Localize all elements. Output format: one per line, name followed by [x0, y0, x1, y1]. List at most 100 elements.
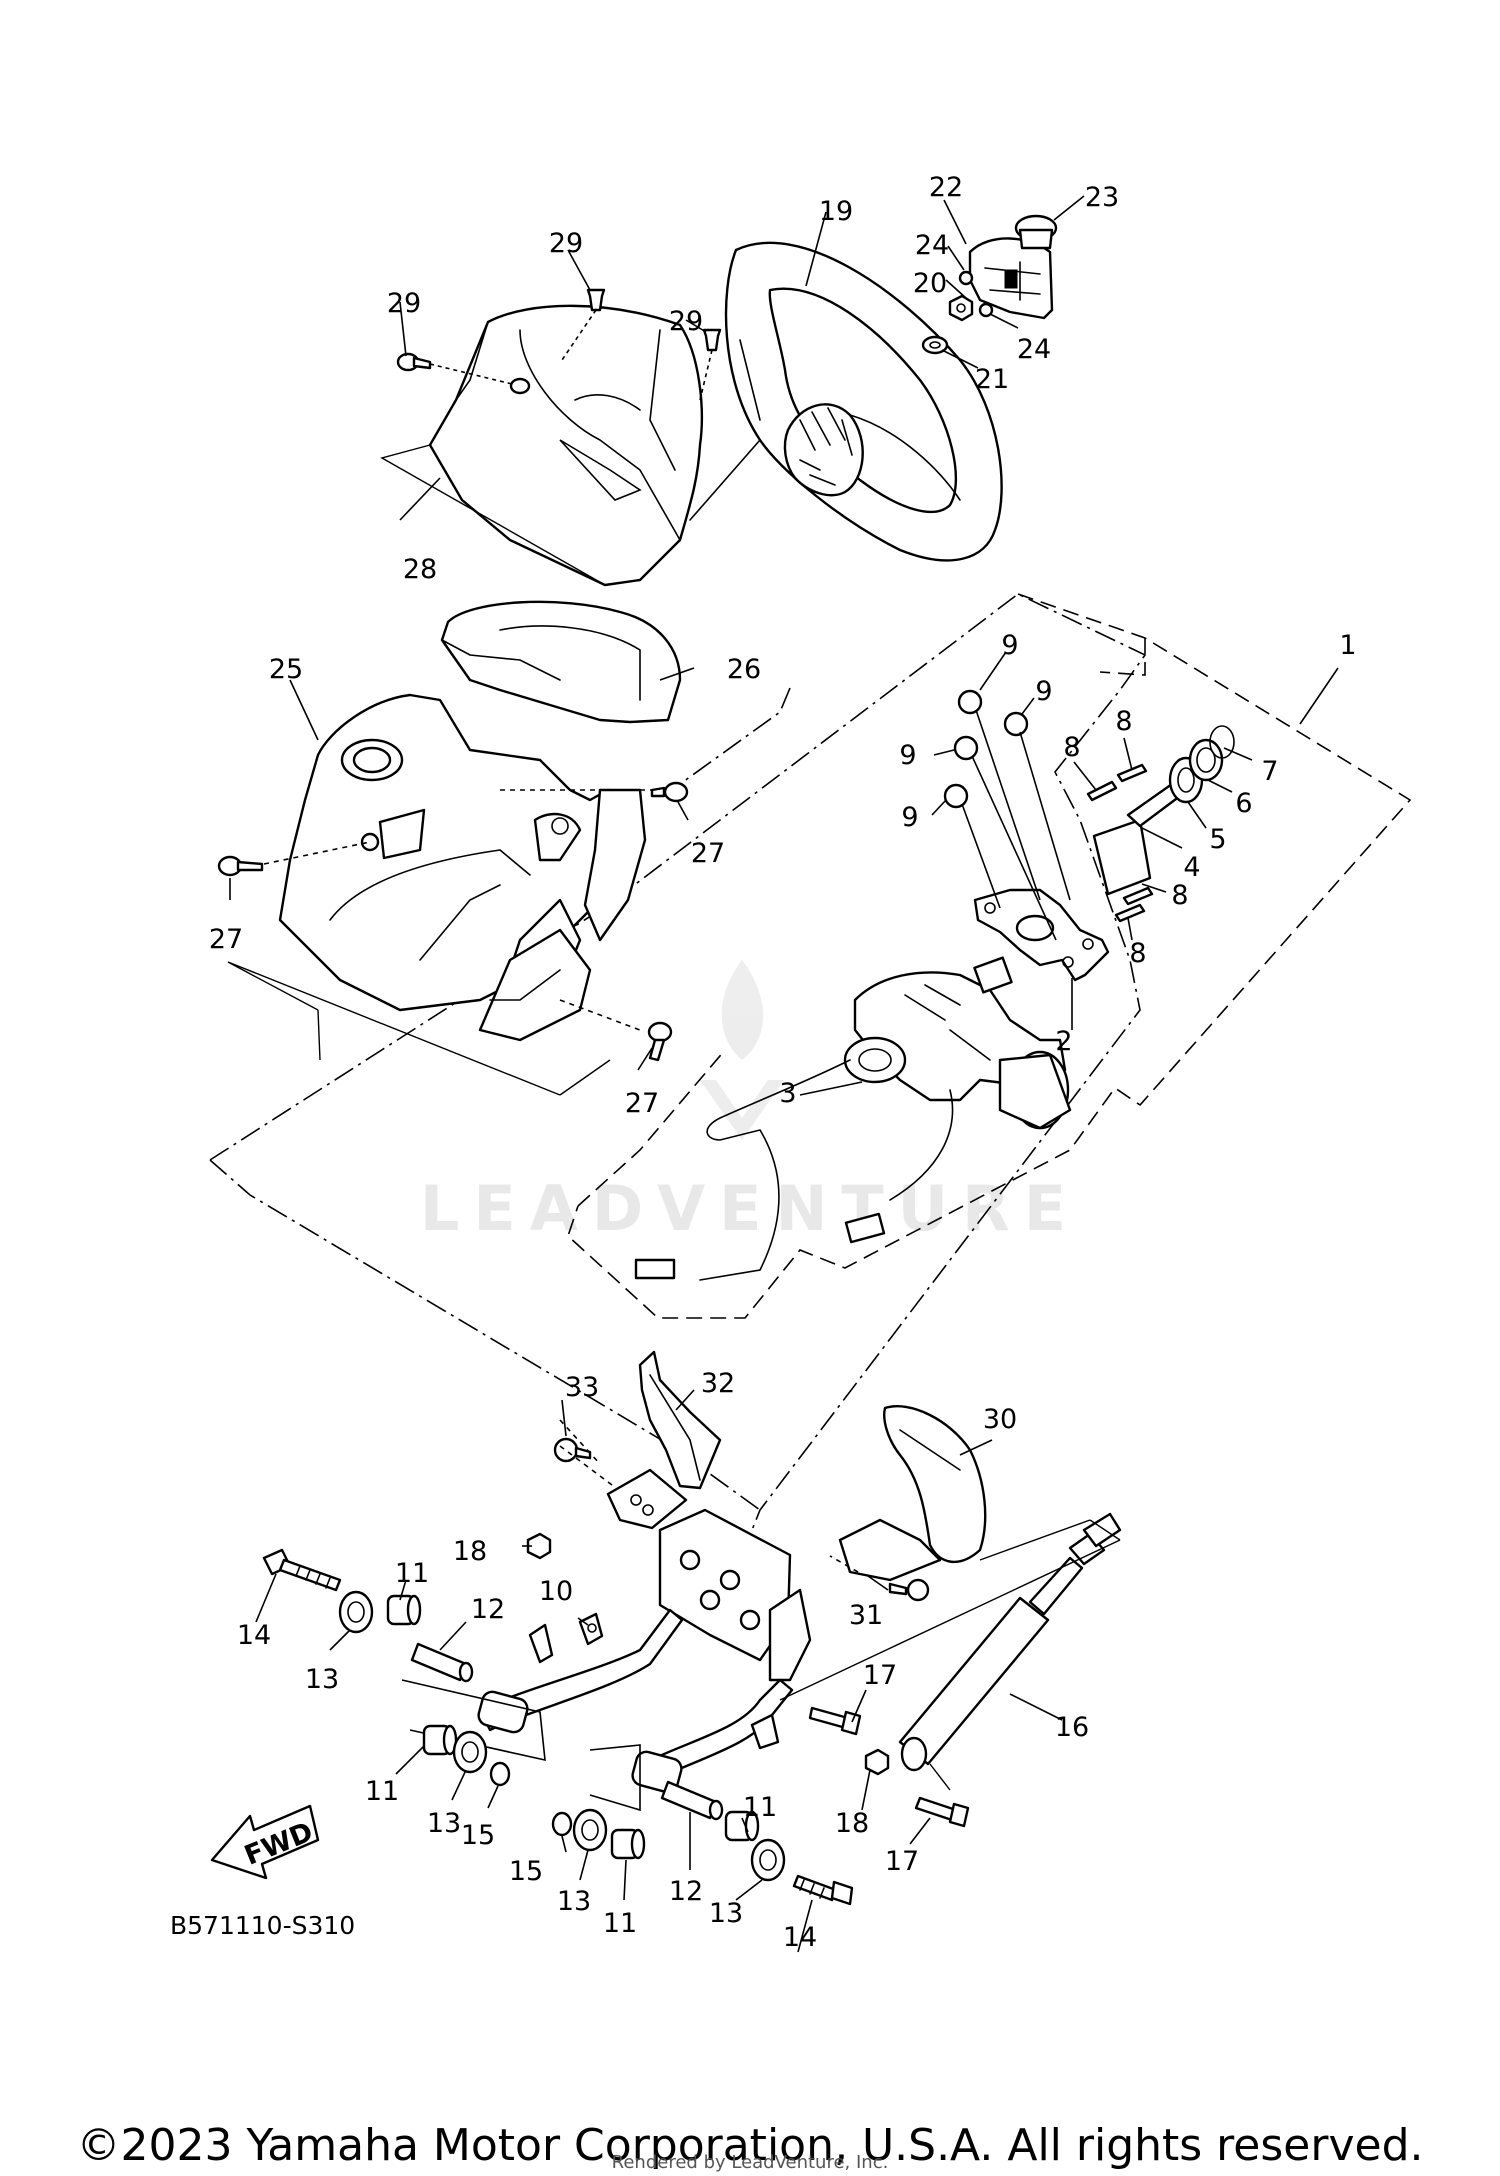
bolt-14-right — [792, 1874, 854, 1906]
screw-27-right — [650, 781, 689, 803]
callout-11b: 11 — [365, 1776, 399, 1807]
screw-27-left — [217, 855, 264, 877]
collar-12-lower — [660, 1780, 724, 1821]
cap-23 — [1014, 214, 1058, 250]
inner-cover-26 — [440, 600, 682, 724]
collar-12-upper — [410, 1642, 474, 1683]
callout-14a: 14 — [237, 1620, 271, 1651]
callout-17a: 17 — [863, 1660, 897, 1691]
callout-27c: 27 — [625, 1088, 659, 1119]
callout-3: 3 — [779, 1078, 796, 1109]
callout-24a: 24 — [915, 230, 949, 261]
callout-17b: 17 — [885, 1846, 919, 1877]
callout-labels: 1 2 3 4 5 6 7 8 8 8 8 9 9 9 9 10 11 11 1… — [209, 172, 1357, 1953]
callout-28: 28 — [403, 554, 437, 585]
callout-7: 7 — [1261, 756, 1278, 787]
bracket-10 — [578, 1612, 604, 1646]
clip-29-mid — [561, 288, 606, 361]
callout-15b: 15 — [509, 1856, 543, 1887]
screw-24-right — [978, 302, 994, 318]
washer-13-lr — [750, 1838, 786, 1882]
watermark-text: LEADVENTURE — [420, 1172, 1080, 1245]
nut-18-lower — [864, 1748, 890, 1776]
accelerator-pedal-32 — [606, 1350, 722, 1530]
callout-12a: 12 — [471, 1594, 505, 1625]
eps-unit-3 — [634, 956, 1072, 1281]
bolt-14-left — [262, 1548, 342, 1592]
callout-9c: 9 — [899, 740, 916, 771]
leader-lines — [229, 195, 1339, 1953]
callout-11d: 11 — [743, 1792, 777, 1823]
drawing-code: B571110-S310 — [170, 1911, 355, 1940]
callout-30: 30 — [983, 1404, 1017, 1435]
upper-dash-cover — [380, 304, 703, 587]
bushing-11-lm — [610, 1828, 646, 1860]
screw-27-bottom — [647, 1021, 673, 1062]
callout-13c: 13 — [557, 1886, 591, 1917]
callout-13b: 13 — [427, 1808, 461, 1839]
pedal-arm-upper — [477, 1608, 684, 1734]
bushing-box-lower — [589, 1744, 641, 1812]
bolt-17-upper — [808, 1706, 862, 1736]
dash-panel-25 — [227, 693, 660, 1096]
callout-27b: 27 — [691, 838, 725, 869]
callout-11c: 11 — [603, 1908, 637, 1939]
callout-25: 25 — [269, 654, 303, 685]
shaft-4 — [1092, 782, 1182, 896]
callout-11a: 11 — [395, 1558, 429, 1589]
callout-22: 22 — [929, 172, 963, 203]
callout-9a: 9 — [1001, 630, 1018, 661]
steering-wheel — [689, 241, 1003, 562]
washer-21 — [921, 335, 949, 355]
callout-27a: 27 — [209, 924, 243, 955]
washer-13-ll — [452, 1730, 488, 1774]
nut-18-upper — [526, 1532, 552, 1560]
pedal-arm-lower — [631, 1678, 794, 1794]
screw-24-left — [958, 270, 974, 286]
callout-29b: 29 — [549, 228, 583, 259]
callout-21: 21 — [975, 364, 1009, 395]
callout-23: 23 — [1085, 182, 1119, 213]
callout-15a: 15 — [461, 1820, 495, 1851]
pedal-bracket — [658, 1508, 812, 1682]
bolt-31 — [888, 1578, 930, 1602]
callout-13d: 13 — [709, 1898, 743, 1929]
callout-2: 2 — [1055, 1026, 1072, 1057]
callout-18a: 18 — [453, 1536, 487, 1567]
nut-15-right — [551, 1811, 573, 1837]
bushing-11-ul — [386, 1594, 422, 1626]
copyright-notice: ©2023 Yamaha Motor Corporation, U.S.A. A… — [76, 2120, 1424, 2171]
callout-19: 19 — [819, 196, 853, 227]
callout-24b: 24 — [1017, 334, 1051, 365]
steering-damper-16 — [779, 1512, 1122, 1791]
callout-8a: 8 — [1063, 732, 1080, 763]
bushing-11-ll — [422, 1724, 458, 1756]
callout-31: 31 — [849, 1600, 883, 1631]
washer-13-ul — [338, 1590, 374, 1634]
callout-10: 10 — [539, 1576, 573, 1607]
callout-5: 5 — [1209, 824, 1226, 855]
fwd-arrow-icon: FWD — [210, 1804, 320, 1880]
nut-20 — [948, 294, 974, 322]
washer-13-lm — [572, 1808, 608, 1852]
callout-4: 4 — [1183, 852, 1200, 883]
callout-33: 33 — [565, 1372, 599, 1403]
callout-9b: 9 — [1035, 676, 1052, 707]
steering-column-outline — [209, 593, 1147, 1541]
callout-32: 32 — [701, 1368, 735, 1399]
callout-8d: 8 — [1129, 938, 1146, 969]
callout-12b: 12 — [669, 1876, 703, 1907]
callout-29a: 29 — [387, 288, 421, 319]
callout-16: 16 — [1055, 1712, 1089, 1743]
bolt-17-lower — [914, 1796, 970, 1828]
callout-1: 1 — [1339, 630, 1356, 661]
bracket-2 — [973, 888, 1110, 982]
callout-6: 6 — [1235, 788, 1252, 819]
rendered-by-note: Rendered by LeadVenture, Inc. — [611, 2152, 889, 2173]
assembly-outline-1 — [567, 593, 1412, 1319]
callout-8b: 8 — [1115, 706, 1132, 737]
callout-13a: 13 — [305, 1664, 339, 1695]
callout-20: 20 — [913, 268, 947, 299]
bolts-8 — [1086, 763, 1154, 923]
callout-18b: 18 — [835, 1808, 869, 1839]
